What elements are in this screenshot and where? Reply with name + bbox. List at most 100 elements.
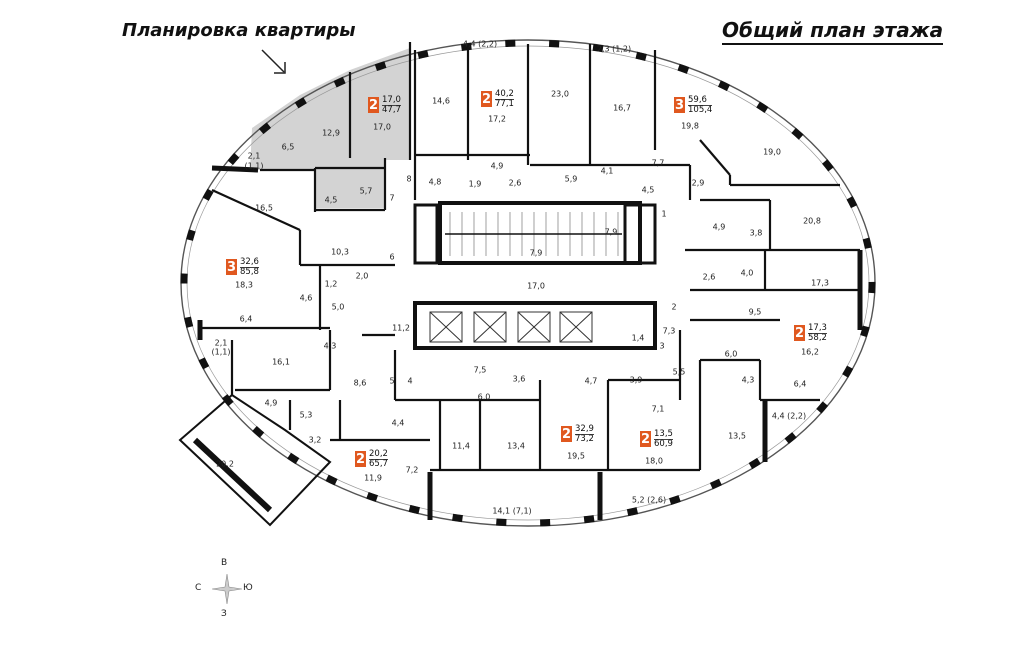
total-area: 77,1	[495, 99, 514, 109]
room-label: 2,1	[214, 338, 228, 348]
door-number: 6	[389, 252, 395, 262]
room-label: 4,8	[428, 177, 442, 187]
room-label: (1,1)	[244, 161, 264, 171]
room-label: 4,5	[641, 185, 655, 195]
compass-south: З	[221, 609, 227, 619]
room-label: 4,4	[391, 418, 405, 428]
room-label: 2,9	[691, 178, 705, 188]
rooms-count: 3	[674, 97, 685, 113]
room-label: 6,0	[724, 349, 738, 359]
room-label: 4,5	[324, 195, 338, 205]
room-label: 14,6	[432, 96, 450, 106]
room-label: 10,3	[331, 247, 349, 257]
room-label: 2,6	[702, 272, 716, 282]
living-area: 20,2	[369, 449, 388, 460]
room-label: 4,3	[741, 375, 755, 385]
room-label: 7,9	[604, 227, 618, 237]
rooms-count: 2	[561, 426, 572, 442]
living-area: 17,0	[382, 95, 401, 106]
door-number: 7	[389, 193, 395, 203]
total-area: 105,4	[688, 105, 713, 115]
living-area: 32,9	[575, 424, 594, 435]
room-label: 6,0	[477, 392, 491, 402]
room-label: 4,9	[264, 398, 278, 408]
room-label: 3,6	[512, 374, 526, 384]
rooms-count: 3	[226, 259, 237, 275]
room-label: 17,2	[488, 114, 506, 124]
room-label: 6,5	[281, 142, 295, 152]
rooms-count: 2	[355, 451, 366, 467]
living-area: 59,6	[688, 96, 713, 106]
room-label: 3,2	[308, 435, 322, 445]
room-label: 20,8	[803, 216, 821, 226]
room-label: 19,5	[567, 451, 585, 461]
room-label: 16,7	[613, 103, 631, 113]
room-label: 7,2	[405, 465, 419, 475]
room-label: 1,2	[324, 279, 338, 289]
room-label: 4,0	[740, 268, 754, 278]
room-label: 19,0	[763, 147, 781, 157]
room-label: 4,9	[490, 161, 504, 171]
room-label: 4,9	[712, 222, 726, 232]
room-label: 1,4	[631, 333, 645, 343]
room-label: 17,3	[811, 278, 829, 288]
room-label: 4,4 (2,2)	[462, 39, 498, 49]
total-area: 85,8	[240, 267, 259, 277]
room-label: 12,9	[322, 128, 340, 138]
rooms-count: 2	[481, 91, 492, 107]
room-label: 18,3	[235, 280, 253, 290]
door-number: 2	[671, 302, 677, 312]
room-label: 4,3	[323, 341, 337, 351]
room-label: 7,9	[529, 248, 543, 258]
facade-columns	[180, 39, 876, 527]
living-area: 17,3	[808, 323, 827, 334]
room-label: 2,0	[355, 271, 369, 281]
apartment-plan-title: Планировка квартиры	[122, 20, 356, 41]
living-area: 13,5	[654, 429, 673, 440]
room-label: 14,1 (7,1)	[492, 506, 532, 516]
living-area: 32,6	[240, 257, 259, 268]
room-label: 6,4	[793, 379, 807, 389]
room-label: 13,4	[507, 441, 525, 451]
room-label: 2,6	[508, 178, 522, 188]
room-label: 7,1	[651, 404, 665, 414]
floor-plan-title: Общий план этажа	[722, 18, 944, 45]
room-label: 2,1	[247, 151, 261, 161]
room-label: 4,4 (2,2)	[771, 411, 807, 421]
room-label: 4,7	[584, 376, 598, 386]
room-label: 7,5	[473, 365, 487, 375]
room-label: 7,7	[651, 158, 665, 168]
core	[413, 201, 657, 350]
room-label: 5,7	[359, 186, 373, 196]
stairs	[445, 212, 622, 256]
room-label: 20,2	[216, 459, 234, 469]
room-label: 5,2 (2,6)	[631, 495, 667, 505]
total-area: 60,9	[654, 439, 673, 449]
room-label: 16,2	[801, 347, 819, 357]
door-number: 8	[406, 174, 412, 184]
room-label: 16,1	[272, 357, 290, 367]
elevators	[429, 311, 593, 343]
rooms-count: 2	[794, 325, 805, 341]
room-label: 5,0	[331, 302, 345, 312]
room-label: 17,0	[527, 281, 545, 291]
door-number: 3	[659, 341, 665, 351]
rooms-count: 2	[640, 431, 651, 447]
room-label: 13,5	[728, 431, 746, 441]
interior-walls	[200, 42, 860, 472]
total-area: 47,7	[382, 105, 401, 115]
compass-north: В	[221, 558, 228, 568]
door-number: 4	[407, 376, 413, 386]
room-label: 5,3	[299, 410, 313, 420]
room-label: 9,5	[748, 307, 762, 317]
pointer-arrow	[261, 49, 286, 74]
room-label: 11,4	[452, 441, 470, 451]
